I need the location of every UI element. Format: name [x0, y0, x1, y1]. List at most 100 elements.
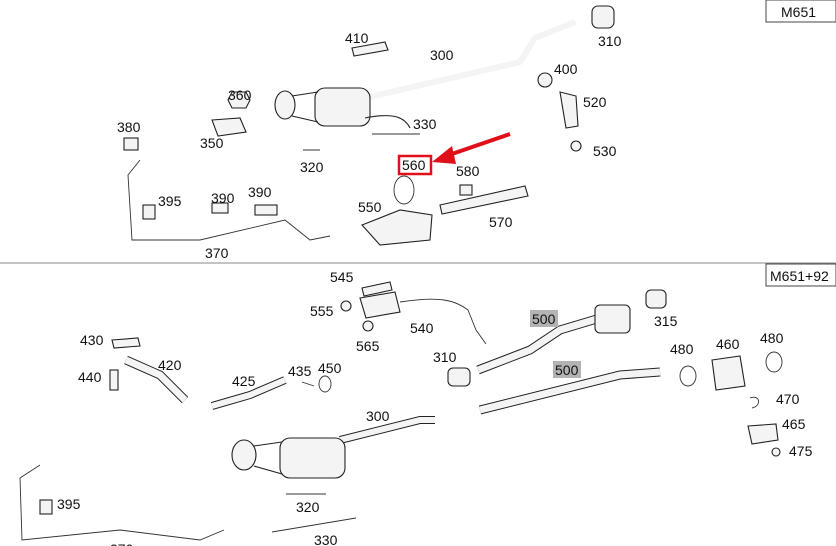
bolt-530: [570, 140, 582, 152]
callout-360: 360: [228, 87, 252, 103]
muffler-460: [711, 355, 746, 391]
arrow-330: [364, 115, 411, 129]
callout-330: 330: [413, 116, 437, 132]
callout-300: 300: [430, 47, 454, 63]
callout-520: 520: [583, 94, 607, 110]
red-arrow-shaft: [445, 132, 511, 158]
clamp-315: [645, 289, 667, 309]
bracket-410: [351, 41, 389, 57]
callout-420: 420: [158, 357, 182, 373]
clip-390-b: [254, 204, 278, 216]
clip-380: [123, 137, 139, 151]
clamp-310-top: [591, 5, 615, 29]
bolt-565: [362, 320, 374, 332]
pipe-500-upper: [476, 314, 602, 374]
bolt-475: [771, 447, 781, 457]
model-tab-bottom: [765, 263, 836, 287]
callout-350: 350: [200, 135, 224, 151]
callout-450: 450: [318, 360, 342, 376]
pipe-330-bottom: [271, 517, 357, 533]
callout-320-bottom: 320: [296, 499, 320, 515]
panel-top: M651: [117, 0, 836, 261]
pipe-300-bottom: [339, 417, 435, 443]
callout-500-a: 500: [532, 311, 556, 327]
dpf-cone-top: [291, 91, 319, 123]
callout-560-highlighted: 560: [402, 157, 426, 173]
callout-310: 310: [598, 33, 622, 49]
shade-500-b: [553, 361, 581, 378]
spring-470: [749, 396, 759, 409]
heat-shield-570: [439, 185, 529, 215]
clamp-450: [318, 375, 332, 393]
model-label-bottom: M651+92: [770, 268, 829, 284]
callout-580: 580: [456, 163, 480, 179]
callout-440: 440: [78, 369, 102, 385]
callout-470: 470: [776, 391, 800, 407]
callout-465: 465: [782, 416, 806, 432]
callout-550: 550: [358, 199, 382, 215]
model-label-top: M651: [781, 4, 816, 20]
callout-530: 530: [593, 143, 617, 159]
shade-500-a: [530, 310, 558, 327]
callout-300-bottom: 300: [366, 408, 390, 424]
red-arrow-head: [432, 146, 456, 164]
gasket-430: [111, 337, 141, 349]
clamp-480-b: [765, 351, 783, 373]
gasket-350: [211, 117, 247, 137]
sensor-line-370-bottom: [19, 464, 225, 541]
callout-480-a: 480: [670, 341, 694, 357]
nut-555: [340, 300, 352, 312]
callout-320: 320: [300, 159, 324, 175]
callout-400: 400: [554, 61, 578, 77]
panel-bottom: M651+92: [19, 263, 836, 546]
dpf-body-bottom: [279, 437, 346, 479]
callout-460: 460: [716, 336, 740, 352]
callout-395: 395: [158, 193, 182, 209]
ring-560: [393, 175, 415, 205]
callout-370-bottom: 370: [110, 541, 134, 546]
callout-425: 425: [232, 373, 256, 389]
callout-430: 430: [80, 332, 104, 348]
callout-410: 410: [345, 30, 369, 46]
model-tab-top: [765, 0, 836, 23]
dpf-inlet-top: [274, 90, 296, 120]
sensor-module: [359, 291, 401, 319]
callout-545: 545: [330, 269, 354, 285]
nut-360: [227, 91, 251, 109]
callout-395-bottom: 395: [57, 496, 81, 512]
bracket-545: [361, 281, 393, 297]
bracket-520: [559, 91, 579, 129]
callout-315: 315: [654, 313, 678, 329]
callout-370: 370: [205, 245, 229, 261]
callout-570: 570: [489, 214, 513, 230]
clamp-480-a: [679, 365, 697, 387]
pipe-300: [364, 19, 577, 101]
pipe-500-lower: [479, 368, 661, 414]
callout-475: 475: [789, 443, 813, 459]
clip-390-a: [211, 202, 229, 214]
clamp-310-bottom: [447, 367, 471, 387]
clip-395-bottom: [39, 499, 53, 515]
mount-465: [747, 423, 779, 445]
callout-330-bottom: 330: [314, 532, 338, 546]
callout-565: 565: [356, 338, 380, 354]
clip-395-top: [142, 204, 156, 220]
callout-555: 555: [310, 303, 334, 319]
sensor-line-370-top: [127, 159, 331, 241]
flex-section: [594, 304, 631, 334]
callout-380: 380: [117, 119, 141, 135]
downpipe-420: [124, 356, 188, 403]
heat-shield-550: [361, 209, 433, 246]
mount-400: [537, 72, 553, 88]
clamp-580: [459, 184, 473, 196]
callout-390-b: 390: [248, 184, 272, 200]
callout-540: 540: [410, 320, 434, 336]
pipe-425: [211, 377, 287, 409]
callout-390-a: 390: [211, 190, 235, 206]
dpf-cone-bottom: [253, 441, 283, 475]
sensor-line-540: [399, 298, 487, 345]
highlight-box-560: [397, 154, 433, 176]
callout-435: 435: [288, 363, 312, 379]
callout-500-b: 500: [555, 362, 579, 378]
